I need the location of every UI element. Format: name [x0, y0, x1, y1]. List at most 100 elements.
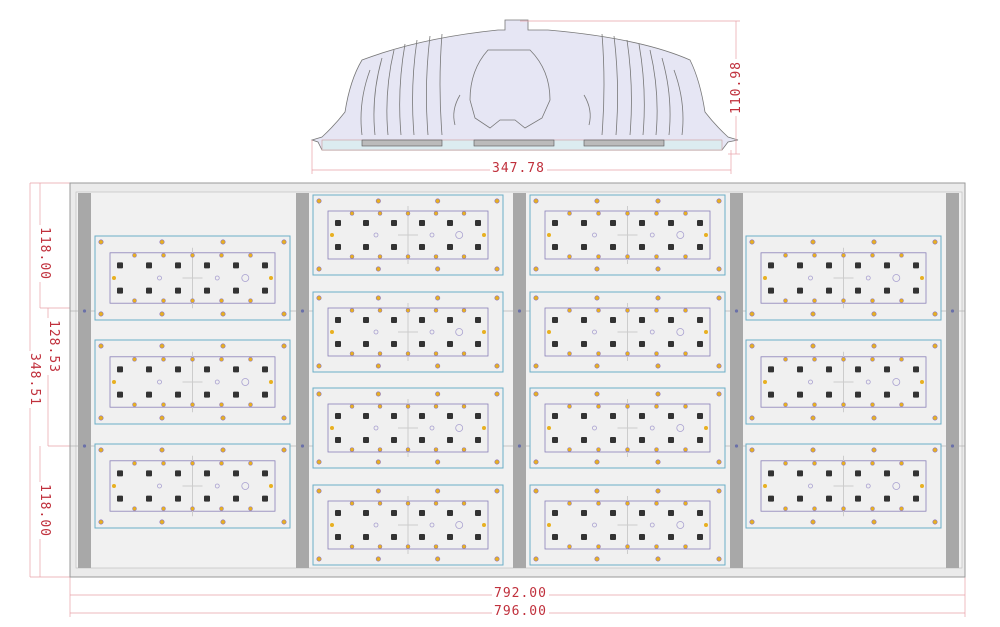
led-black: [552, 534, 558, 540]
led-black: [855, 287, 861, 294]
led-yellow: [349, 447, 355, 452]
led-yellow: [220, 447, 226, 453]
led-yellow: [316, 488, 322, 494]
led-yellow: [625, 308, 630, 313]
led-yellow: [567, 544, 572, 549]
led-black: [668, 437, 674, 443]
fin: [673, 69, 684, 136]
led-yellow: [932, 239, 938, 245]
dim-outer-width: 796.00: [492, 604, 549, 619]
led-yellow: [248, 461, 253, 466]
led-black: [581, 413, 587, 419]
led-yellow: [810, 239, 816, 245]
led-yellow: [377, 308, 383, 313]
led-yellow: [920, 276, 924, 280]
led-module: [94, 339, 291, 425]
led-black: [475, 317, 481, 323]
led-yellow: [567, 211, 572, 216]
led-black: [335, 510, 341, 516]
led-yellow: [871, 447, 877, 453]
led-black: [175, 287, 181, 294]
led-black: [826, 470, 832, 477]
led-yellow: [219, 461, 224, 466]
led-package: [361, 139, 443, 147]
led-yellow: [112, 276, 116, 280]
led-yellow: [461, 351, 467, 356]
led-black: [262, 470, 268, 477]
led-module: [529, 484, 726, 566]
led-black: [610, 341, 616, 347]
led-black: [610, 244, 616, 250]
led-black: [639, 341, 645, 347]
led-yellow: [870, 402, 875, 407]
led-yellow: [533, 556, 539, 562]
led-black: [610, 510, 616, 516]
led-black: [117, 262, 123, 269]
led-yellow: [683, 308, 688, 313]
screw: [517, 444, 522, 448]
mounting-rail: [296, 193, 309, 568]
led-yellow: [812, 506, 817, 511]
led-yellow: [316, 266, 322, 272]
led-black: [581, 220, 587, 226]
led-black: [668, 534, 674, 540]
led-yellow: [482, 233, 486, 237]
led-yellow: [899, 253, 904, 258]
led-yellow: [594, 488, 600, 494]
led-yellow: [655, 363, 661, 369]
led-yellow: [219, 357, 224, 362]
led-black: [262, 287, 268, 294]
led-yellow: [494, 266, 500, 272]
led-black: [419, 244, 425, 250]
led-yellow: [435, 556, 441, 562]
fin: [439, 33, 443, 136]
led-yellow: [594, 391, 600, 397]
led-yellow: [704, 426, 708, 430]
led-yellow: [654, 351, 659, 356]
led-black: [581, 534, 587, 540]
led-black: [475, 510, 481, 516]
led-black: [175, 262, 181, 269]
led-yellow: [841, 298, 846, 303]
led-yellow: [932, 519, 938, 525]
led-yellow: [625, 211, 630, 216]
hole: [865, 483, 871, 489]
led-black: [697, 510, 703, 516]
led-module: [529, 291, 726, 373]
led-black: [233, 287, 239, 294]
led-yellow: [920, 380, 924, 384]
led-yellow: [281, 239, 287, 245]
led-black: [146, 262, 152, 269]
led-yellow: [461, 404, 467, 409]
fin: [360, 69, 371, 136]
led-black: [175, 470, 181, 477]
hole: [676, 328, 685, 336]
hole: [241, 482, 250, 490]
led-black: [117, 287, 123, 294]
led-yellow: [547, 523, 551, 527]
led-yellow: [248, 253, 253, 258]
led-yellow: [281, 343, 287, 349]
led-black: [146, 391, 152, 398]
led-yellow: [567, 404, 572, 409]
hole: [455, 521, 464, 529]
led-black: [884, 366, 890, 373]
led-yellow: [494, 391, 500, 397]
led-yellow: [220, 239, 226, 245]
led-yellow: [248, 298, 253, 303]
led-black: [335, 244, 341, 250]
led-yellow: [433, 544, 439, 549]
led-black: [419, 317, 425, 323]
led-yellow: [594, 266, 600, 272]
led-yellow: [716, 488, 722, 494]
led-yellow: [654, 544, 659, 549]
hole: [892, 274, 901, 282]
led-black: [884, 391, 890, 398]
led-black: [146, 470, 152, 477]
led-black: [363, 220, 369, 226]
led-yellow: [812, 253, 817, 258]
led-black: [363, 413, 369, 419]
led-black: [797, 391, 803, 398]
led-black: [447, 244, 453, 250]
led-yellow: [716, 266, 722, 272]
